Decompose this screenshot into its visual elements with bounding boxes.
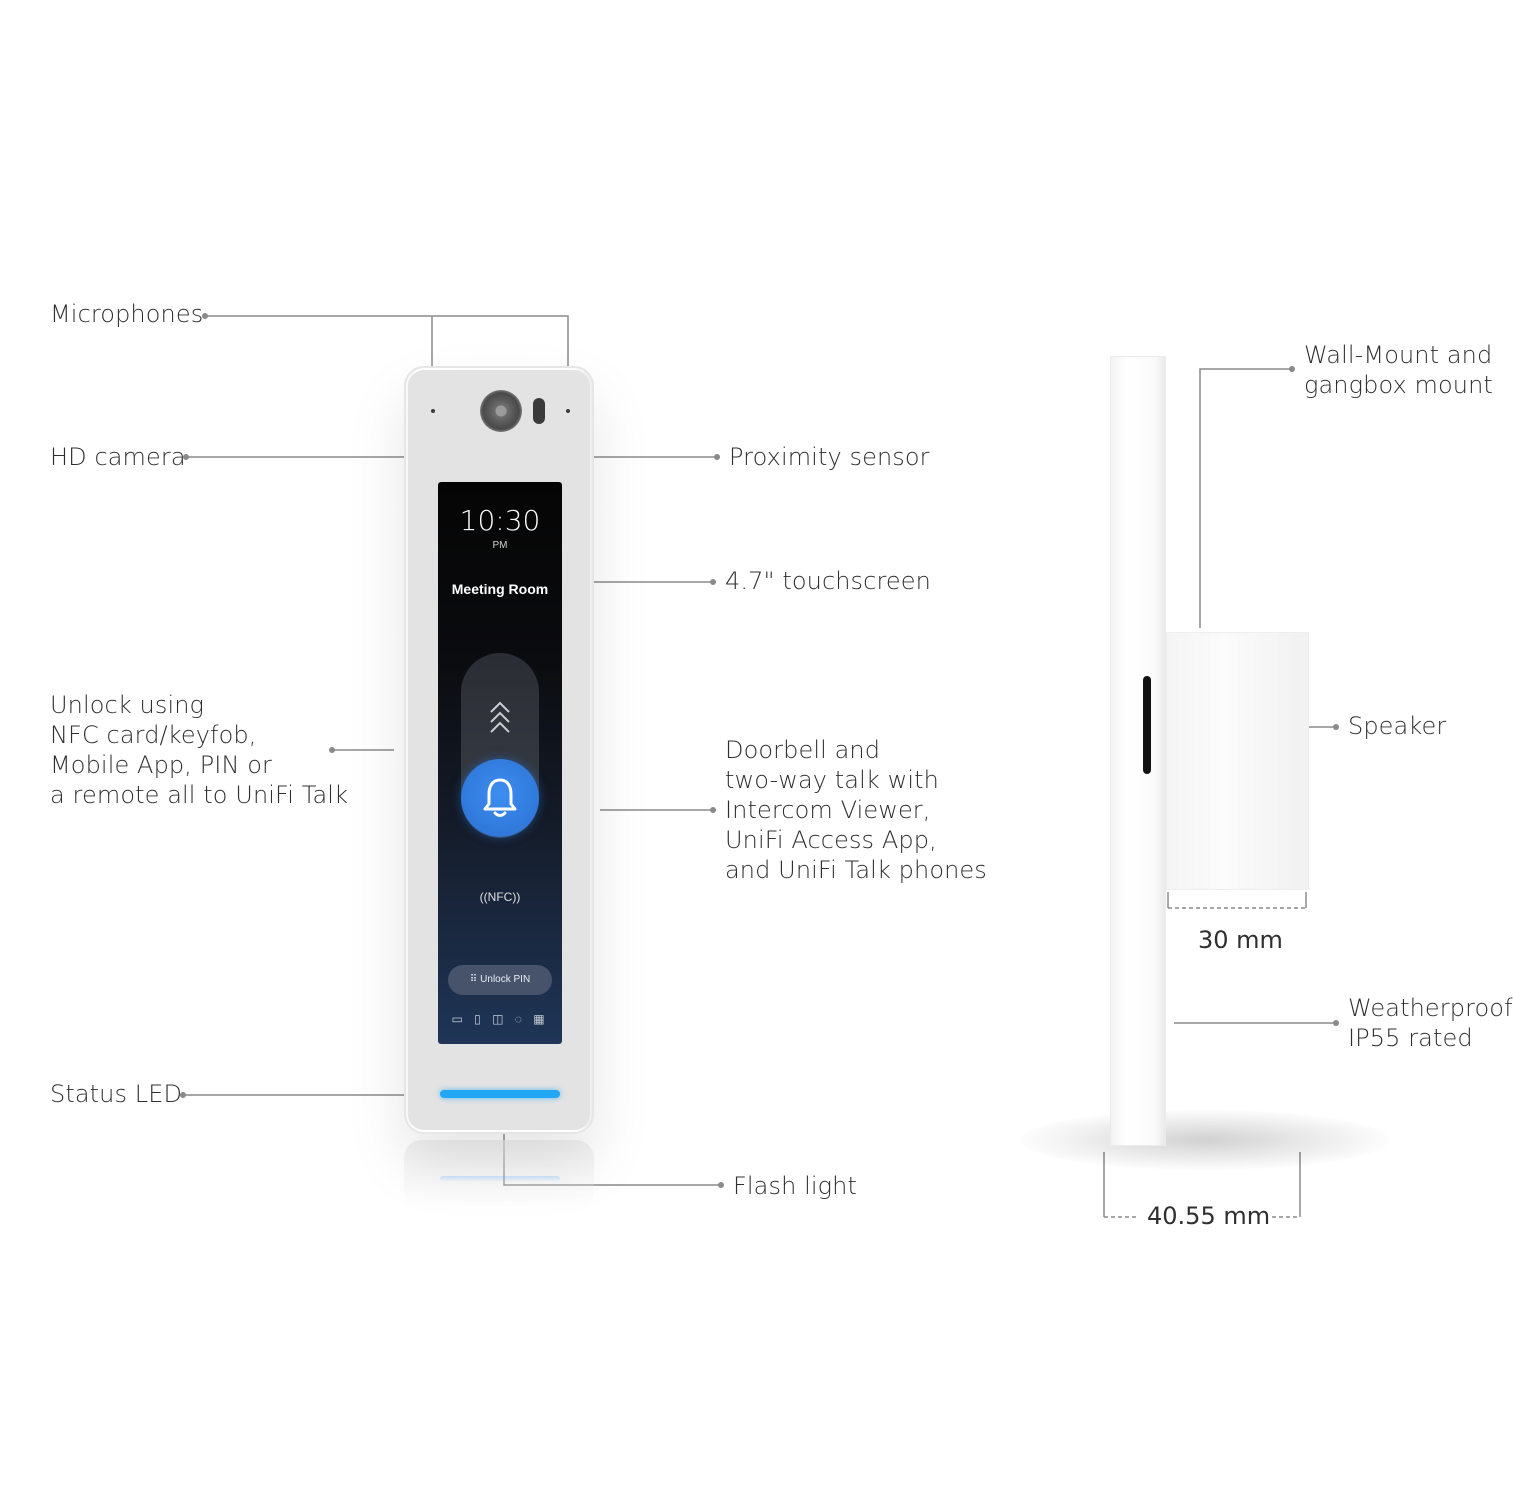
label-microphones: Microphones [50, 300, 204, 328]
keypad-icon: ⠿ [469, 974, 477, 985]
doorbell-button[interactable] [461, 759, 539, 837]
unlock-method-icons: ▭ ▯ ◫ ◌ ▦ [451, 1012, 549, 1026]
side-device-plate [1110, 356, 1166, 1146]
label-weatherproof: Weatherproof IP55 rated [1348, 994, 1513, 1052]
label-unlock: Unlock using NFC card/keyfob, Mobile App… [50, 691, 349, 809]
label-hd-camera: HD camera [50, 443, 186, 471]
screen-time: 10:30 [459, 504, 541, 537]
speaker-slot [1143, 676, 1151, 774]
dim-40mm: 40.55 mm [1147, 1202, 1271, 1230]
unlock-pin-button[interactable]: ⠿Unlock PIN [448, 965, 552, 995]
screen-ampm: PM [492, 540, 508, 551]
label-touchscreen: 4.7" touchscreen [725, 567, 931, 595]
hd-camera [480, 390, 522, 432]
nfc-indicator: ((NFC)) [479, 890, 521, 904]
label-status-led: Status LED [50, 1080, 183, 1108]
microphone-left [431, 409, 435, 413]
led-reflection [440, 1176, 560, 1182]
microphone-right [566, 409, 570, 413]
proximity-sensor [533, 398, 545, 424]
side-device-shadow [1020, 1110, 1390, 1170]
unlock-pin-label: Unlock PIN [480, 974, 531, 985]
chevron-up-icon [490, 701, 510, 733]
touchscreen[interactable]: 10:30 PM Meeting Room ((NFC)) ⠿Unlock PI… [438, 482, 562, 1044]
label-doorbell: Doorbell and two-way talk with Intercom … [725, 736, 987, 884]
status-led [440, 1090, 560, 1098]
label-proximity-sensor: Proximity sensor [729, 443, 930, 471]
bell-icon [483, 778, 517, 817]
label-wall-mount: Wall-Mount and gangbox mount [1304, 341, 1493, 399]
label-speaker: Speaker [1348, 712, 1447, 740]
label-flash-light: Flash light [733, 1172, 857, 1200]
dim-30mm: 30 mm [1198, 926, 1283, 954]
screen-room: Meeting Room [451, 581, 549, 597]
side-device-gangbox [1166, 632, 1309, 890]
wall-mount-leader [1199, 368, 1292, 628]
device-reflection [404, 1140, 594, 1210]
